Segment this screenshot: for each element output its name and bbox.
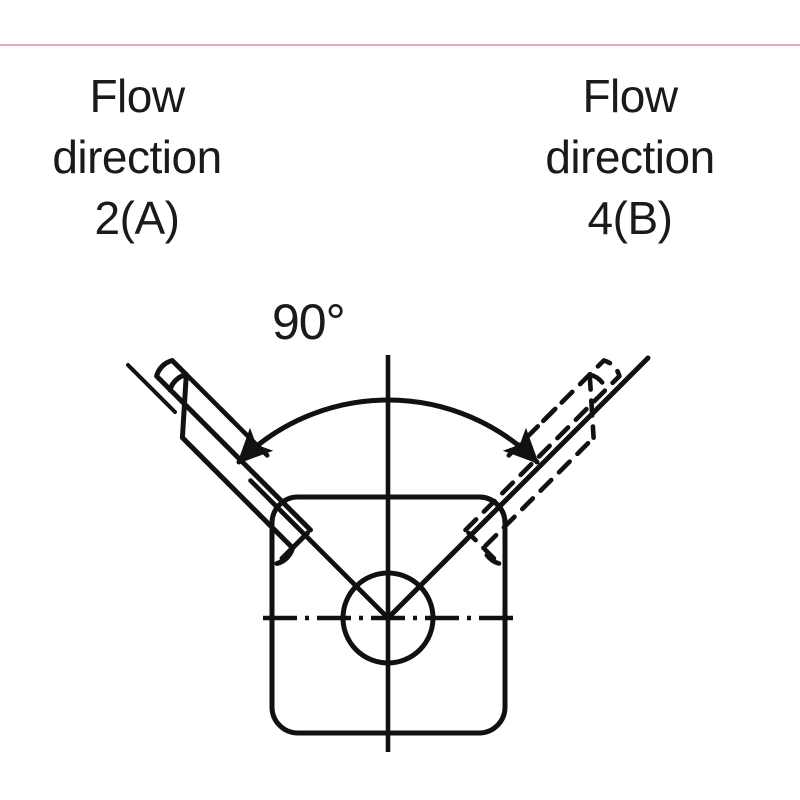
port-4b-body-fillet bbox=[476, 494, 508, 526]
flow-direction-label-2a: Flow direction 2(A) bbox=[52, 70, 222, 245]
port-2a-bore-channel bbox=[248, 478, 391, 621]
flow-direction-label-4b: Flow direction 4(B) bbox=[545, 70, 715, 245]
port-2a-solid-arm bbox=[126, 358, 313, 566]
angle-label-90-degrees: 90° bbox=[272, 294, 346, 350]
port-4b-centerline bbox=[385, 355, 651, 621]
header-divider-line bbox=[0, 44, 800, 46]
